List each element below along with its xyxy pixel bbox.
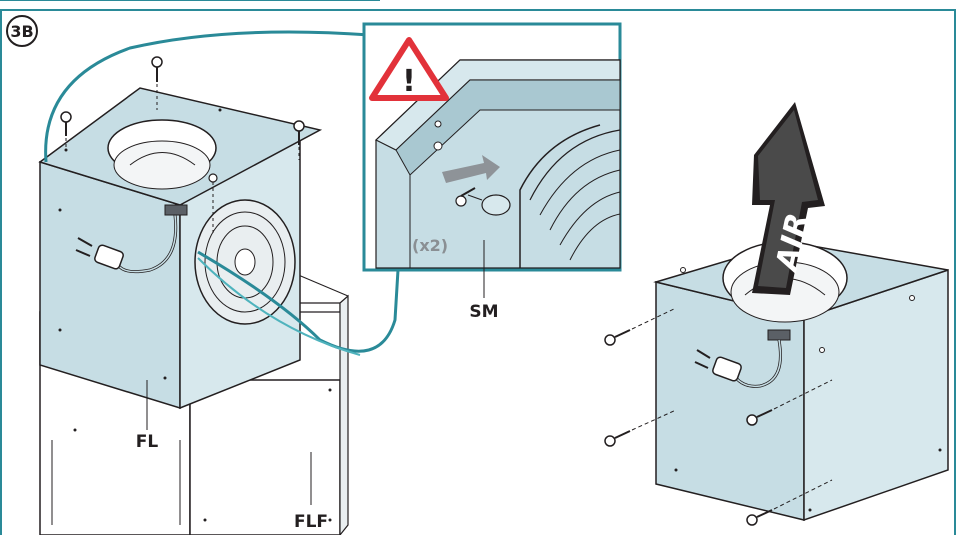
label-flf: FLF	[294, 512, 328, 532]
quantity-label: (x2)	[412, 236, 448, 255]
label-sm: SM	[469, 302, 498, 322]
hood-box-fl	[38, 87, 323, 410]
label-fl: FL	[136, 432, 159, 452]
screw-icon	[208, 173, 218, 235]
warning-icon: !	[369, 37, 449, 101]
fan-motor	[194, 199, 296, 325]
air-flow-arrow: AIR	[752, 102, 825, 295]
screw-icon	[746, 379, 833, 426]
power-plug-left	[75, 204, 188, 274]
left-assembly: FL FLF	[38, 30, 400, 535]
screw-icon	[455, 187, 476, 207]
step-badge-text: 3B	[10, 22, 33, 41]
callout-leader	[44, 30, 371, 163]
callout-leader	[197, 250, 400, 353]
screw-icon	[151, 56, 163, 110]
screw-icon	[604, 409, 677, 447]
callout-leader	[197, 257, 361, 356]
power-plug-right	[694, 329, 791, 388]
detail-inset: ! (x2) SM	[362, 22, 622, 322]
screw-icon	[60, 111, 72, 150]
screw-icon	[746, 479, 833, 526]
arrow-icon	[442, 155, 500, 183]
screw-icon	[604, 307, 677, 346]
step-badge: 3B	[6, 15, 38, 47]
screw-icon	[293, 120, 305, 160]
warning-mark: !	[402, 64, 416, 99]
fan-detail	[519, 124, 621, 268]
right-assembly: AIR	[604, 102, 949, 526]
